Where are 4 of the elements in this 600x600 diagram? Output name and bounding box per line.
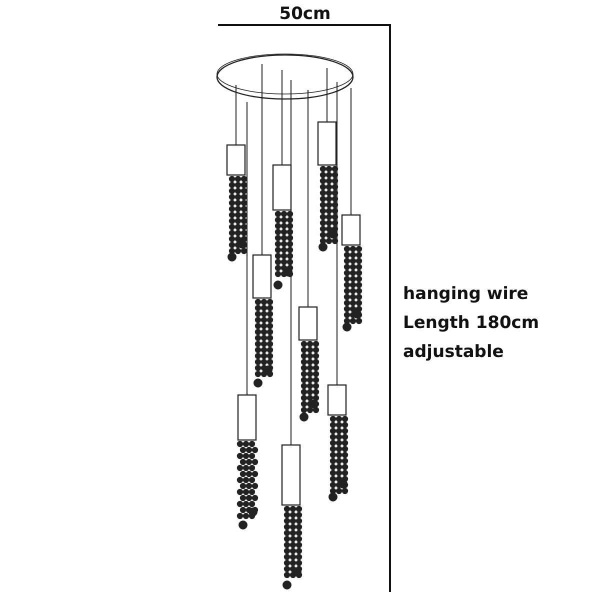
note-text: Length 180cm bbox=[403, 313, 540, 333]
note-text: hanging wire bbox=[403, 284, 528, 304]
note-text: adjustable bbox=[403, 342, 504, 362]
width-dimension: 50cm bbox=[279, 4, 331, 24]
